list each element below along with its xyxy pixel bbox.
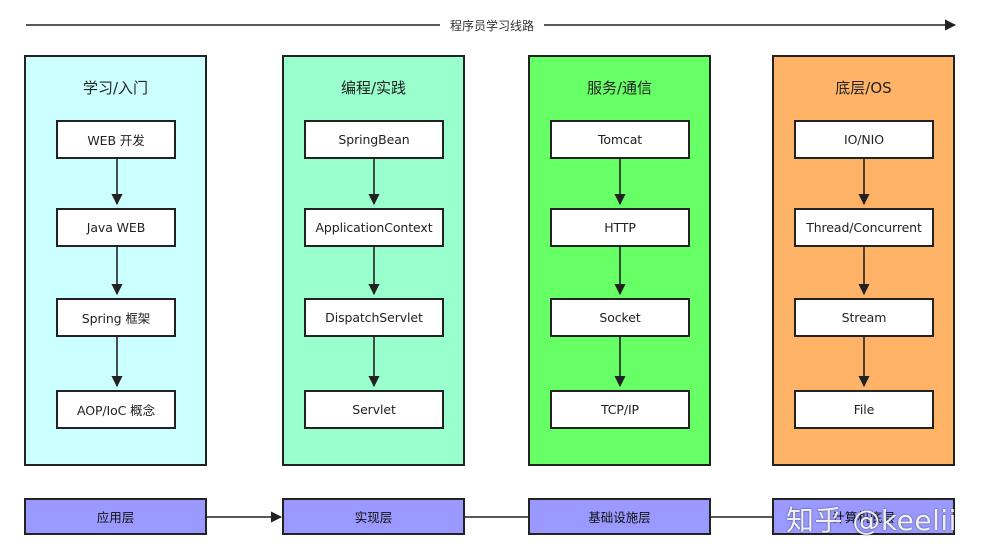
node-stream: Stream [794, 298, 934, 337]
node-file: File [794, 390, 934, 429]
layer-infrastructure: 基础设施层 [528, 498, 711, 535]
layer-application: 应用层 [24, 498, 207, 535]
stage-title: 学习/入门 [82, 79, 149, 97]
node-spring-framework: Spring 框架 [56, 298, 176, 337]
node-tcp-ip: TCP/IP [550, 390, 690, 429]
node-socket: Socket [550, 298, 690, 337]
node-web-dev: WEB 开发 [56, 120, 176, 159]
stage-title: 服务/通信 [586, 79, 653, 97]
node-java-web: Java WEB [56, 208, 176, 247]
node-servlet: Servlet [304, 390, 444, 429]
node-thread-concurrent: Thread/Concurrent [794, 208, 934, 247]
layer-computer-bottom: 计算机底层 [772, 498, 955, 535]
stage-title: 编程/实践 [340, 79, 407, 97]
node-io-nio: IO/NIO [794, 120, 934, 159]
node-aop-ioc: AOP/IoC 概念 [56, 390, 176, 429]
node-springbean: SpringBean [304, 120, 444, 159]
node-http: HTTP [550, 208, 690, 247]
layer-implementation: 实现层 [282, 498, 465, 535]
stage-column-os: 底层/OS IO/NIO Thread/Concurrent Stream Fi… [772, 55, 955, 466]
stage-column-learning: 学习/入门 WEB 开发 Java WEB Spring 框架 AOP/IoC … [24, 55, 207, 466]
watermark: 知乎 @keelii [786, 504, 957, 537]
stage-column-practice: 编程/实践 SpringBean ApplicationContext Disp… [282, 55, 465, 466]
node-tomcat: Tomcat [550, 120, 690, 159]
timeline-label: 程序员学习线路 [440, 17, 544, 35]
node-applicationcontext: ApplicationContext [304, 208, 444, 247]
stage-column-service: 服务/通信 Tomcat HTTP Socket TCP/IP [528, 55, 711, 466]
node-dispatchservlet: DispatchServlet [304, 298, 444, 337]
stage-title: 底层/OS [835, 79, 892, 97]
